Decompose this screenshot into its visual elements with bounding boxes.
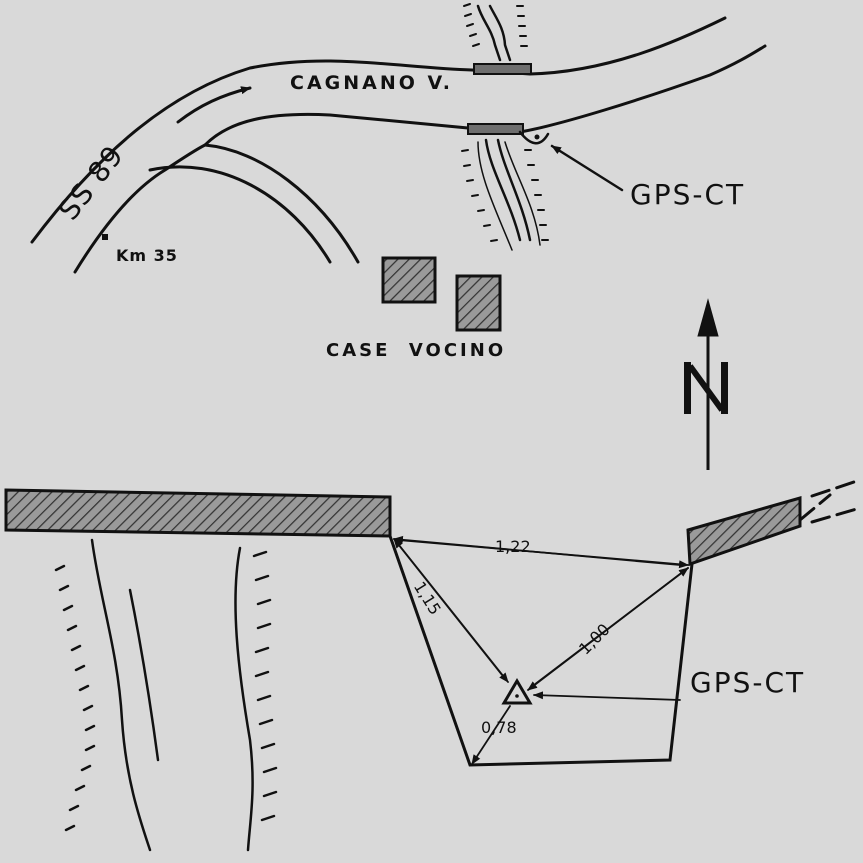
gps-notch xyxy=(518,130,550,145)
stream-top xyxy=(461,3,549,251)
slab-left xyxy=(4,488,392,538)
houses-label: CASE VOCINO xyxy=(326,340,507,361)
north-arrow-icon xyxy=(684,298,728,470)
house-2 xyxy=(455,274,502,332)
direction-arrow xyxy=(176,86,252,124)
slab-right xyxy=(686,496,802,567)
stream-bottom xyxy=(54,538,278,852)
branch-road-lower xyxy=(148,165,332,264)
slab-right-continuation xyxy=(798,478,862,524)
detail-sketch xyxy=(4,478,862,852)
pit-outline xyxy=(388,534,694,767)
road-outer-edge xyxy=(30,16,727,244)
km-tick xyxy=(102,234,108,240)
branch-road-upper xyxy=(203,143,360,264)
bridge-upper xyxy=(473,63,532,75)
gps-station-triangle xyxy=(501,678,533,705)
bridge-lower xyxy=(467,123,524,135)
gps-pointer-bottom xyxy=(533,691,681,701)
km-marker-label: Km 35 xyxy=(116,246,178,265)
measurement-bottom: 0,78 xyxy=(481,718,517,737)
gps-station-label-top: GPS-CT xyxy=(630,178,746,211)
measurement-top-span: 1,22 xyxy=(495,537,531,556)
house-1 xyxy=(381,256,437,304)
gps-pointer-top xyxy=(550,144,624,192)
gps-station-label-bottom: GPS-CT xyxy=(690,666,806,699)
top-map xyxy=(30,3,767,274)
road-inner-edge xyxy=(73,44,767,274)
road-name-label: CAGNANO V. xyxy=(290,72,453,94)
line-078 xyxy=(471,705,511,765)
